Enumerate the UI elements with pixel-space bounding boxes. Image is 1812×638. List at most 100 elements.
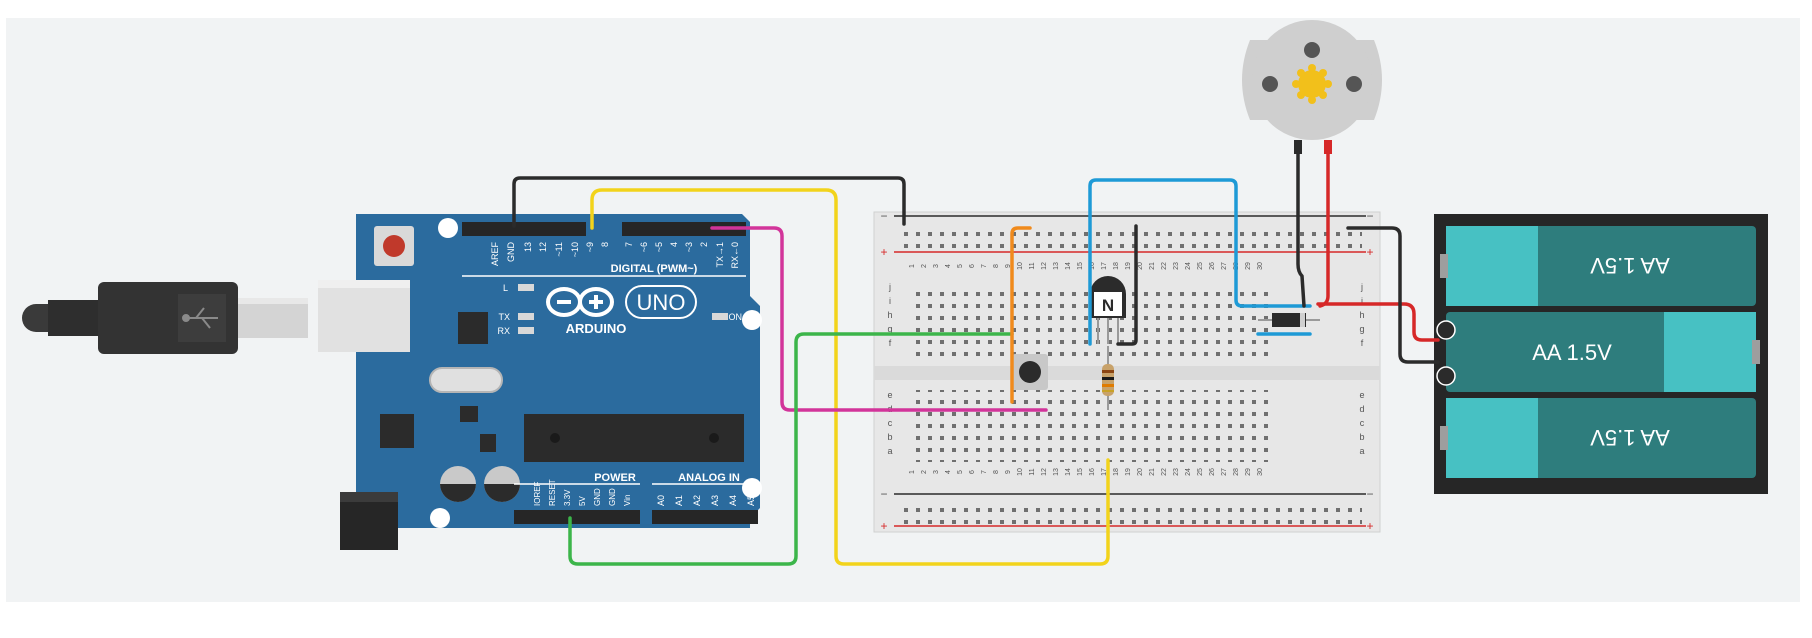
digital-pin-label: ~6 xyxy=(639,242,649,252)
battery-cell-label: AA 1.5V xyxy=(1590,425,1670,450)
power-pin-label: 5V xyxy=(578,496,587,506)
breadboard-label: 4 xyxy=(945,470,952,474)
wire-black-motor[interactable] xyxy=(1296,150,1306,308)
breadboard-label: 30 xyxy=(1257,468,1264,476)
breadboard-label: e xyxy=(887,390,892,400)
breadboard-label: 8 xyxy=(993,470,1000,474)
breadboard-label: 2 xyxy=(921,470,928,474)
analog-pin-label: A1 xyxy=(674,495,684,506)
wire-black-battery[interactable] xyxy=(1346,226,1440,364)
digital-pin-label: 2 xyxy=(699,242,709,247)
npn-transistor[interactable]: N xyxy=(1090,276,1126,344)
breadboard-label: − xyxy=(880,209,887,223)
breadboard-label: c xyxy=(888,418,893,428)
breadboard-label: 16 xyxy=(1089,468,1096,476)
breadboard-label: 23 xyxy=(1173,262,1180,270)
breadboard-label: 10 xyxy=(1017,468,1024,476)
breadboard-label: 19 xyxy=(1125,468,1132,476)
push-button[interactable] xyxy=(1012,354,1048,390)
wire-black-gnd[interactable] xyxy=(512,176,906,228)
digital-pin-label: TX→1 xyxy=(715,242,725,268)
breadboard-label: g xyxy=(1359,324,1364,334)
analog-pin-label: A0 xyxy=(656,495,666,506)
wire-black-emitter[interactable] xyxy=(1116,224,1138,346)
breadboard-label: 1 xyxy=(909,264,916,268)
breadboard-label: 24 xyxy=(1185,262,1192,270)
digital-pin-label: ~5 xyxy=(654,242,664,252)
arduino-brand: ARDUINO xyxy=(566,321,627,336)
breadboard-label: j xyxy=(888,282,891,292)
breadboard-label: b xyxy=(1359,432,1364,442)
breadboard-label: 21 xyxy=(1149,468,1156,476)
breadboard-label: 25 xyxy=(1197,468,1204,476)
wire-blue-collector[interactable] xyxy=(1088,178,1312,346)
digital-pin-label: AREF xyxy=(490,242,500,267)
breadboard-label: 11 xyxy=(1029,468,1036,475)
digital-pin-label: 4 xyxy=(669,242,679,247)
breadboard-label: i xyxy=(1361,296,1363,306)
breadboard-label: 24 xyxy=(1185,468,1192,476)
diode[interactable] xyxy=(1258,313,1320,327)
analog-pin-label: A4 xyxy=(728,495,738,506)
breadboard-label: 30 xyxy=(1257,262,1264,270)
breadboard-label: 20 xyxy=(1137,468,1144,476)
breadboard-label: + xyxy=(880,519,887,533)
breadboard-label: − xyxy=(1366,487,1373,501)
wire-magenta-pin2[interactable] xyxy=(710,226,1048,412)
dc-motor[interactable] xyxy=(1242,20,1382,154)
wire-orange-button[interactable] xyxy=(1010,226,1032,404)
wire-yellow-pin9[interactable] xyxy=(590,188,1110,566)
transistor-label-box xyxy=(1094,292,1122,316)
analog-pin-label: A5 xyxy=(746,495,756,506)
breadboard-label: h xyxy=(1359,310,1364,320)
resistor[interactable] xyxy=(1102,346,1114,410)
battery-cell[interactable]: AA 1.5V xyxy=(1440,398,1756,478)
reset-button[interactable] xyxy=(374,226,414,266)
digital-pin-label: ~9 xyxy=(585,242,595,252)
breadboard-label: + xyxy=(880,245,887,259)
power-pin-label: IOREF xyxy=(533,481,542,506)
analog-pin-label: A3 xyxy=(710,495,720,506)
breadboard[interactable]: −−++−−++11223344556677889910101111121213… xyxy=(873,209,1381,533)
battery-cell[interactable]: AA 1.5V xyxy=(1440,226,1756,306)
usb-icon xyxy=(182,307,218,329)
breadboard-label: 19 xyxy=(1125,262,1132,270)
breadboard-label: 1 xyxy=(909,470,916,474)
breadboard-label: 9 xyxy=(1005,470,1012,474)
breadboard-label: 7 xyxy=(981,264,988,268)
analog-pin-label: A2 xyxy=(692,495,702,506)
analog-header: ANALOG IN xyxy=(678,472,740,484)
breadboard-label: 4 xyxy=(945,264,952,268)
breadboard-label: 16 xyxy=(1089,262,1096,270)
led-l xyxy=(518,284,534,291)
wire-red-battery[interactable] xyxy=(1316,302,1440,342)
led-rx-label: RX xyxy=(497,326,510,336)
digital-pin-label: ~3 xyxy=(684,242,694,252)
breadboard-label: h xyxy=(887,310,892,320)
breadboard-label: 7 xyxy=(981,470,988,474)
breadboard-label: 29 xyxy=(1245,468,1252,476)
transistor-label: N xyxy=(1102,296,1114,315)
breadboard-label: e xyxy=(1359,390,1364,400)
power-pin-label: GND xyxy=(608,488,617,506)
breadboard-label: d xyxy=(1359,404,1364,414)
digital-pin-label: ~11 xyxy=(554,242,564,257)
power-pin-label: Vin xyxy=(623,495,632,506)
wire-green-5v[interactable] xyxy=(568,332,1014,566)
breadboard-label: 6 xyxy=(969,264,976,268)
breadboard-label: 29 xyxy=(1245,262,1252,270)
power-pin-label: 3.3V xyxy=(563,489,572,506)
breadboard-label: 14 xyxy=(1065,468,1072,476)
breadboard-label: c xyxy=(1360,418,1365,428)
breadboard-label: 12 xyxy=(1041,468,1048,476)
breadboard-label: f xyxy=(1361,338,1364,348)
battery-cell[interactable]: AA 1.5V xyxy=(1446,312,1760,392)
breadboard-label: 18 xyxy=(1113,468,1120,476)
breadboard-label: 6 xyxy=(969,470,976,474)
power-pin-label: RESET xyxy=(548,479,557,506)
usb-cable[interactable] xyxy=(22,282,308,354)
digital-pin-label: 13 xyxy=(523,242,533,252)
led-on xyxy=(712,313,728,320)
